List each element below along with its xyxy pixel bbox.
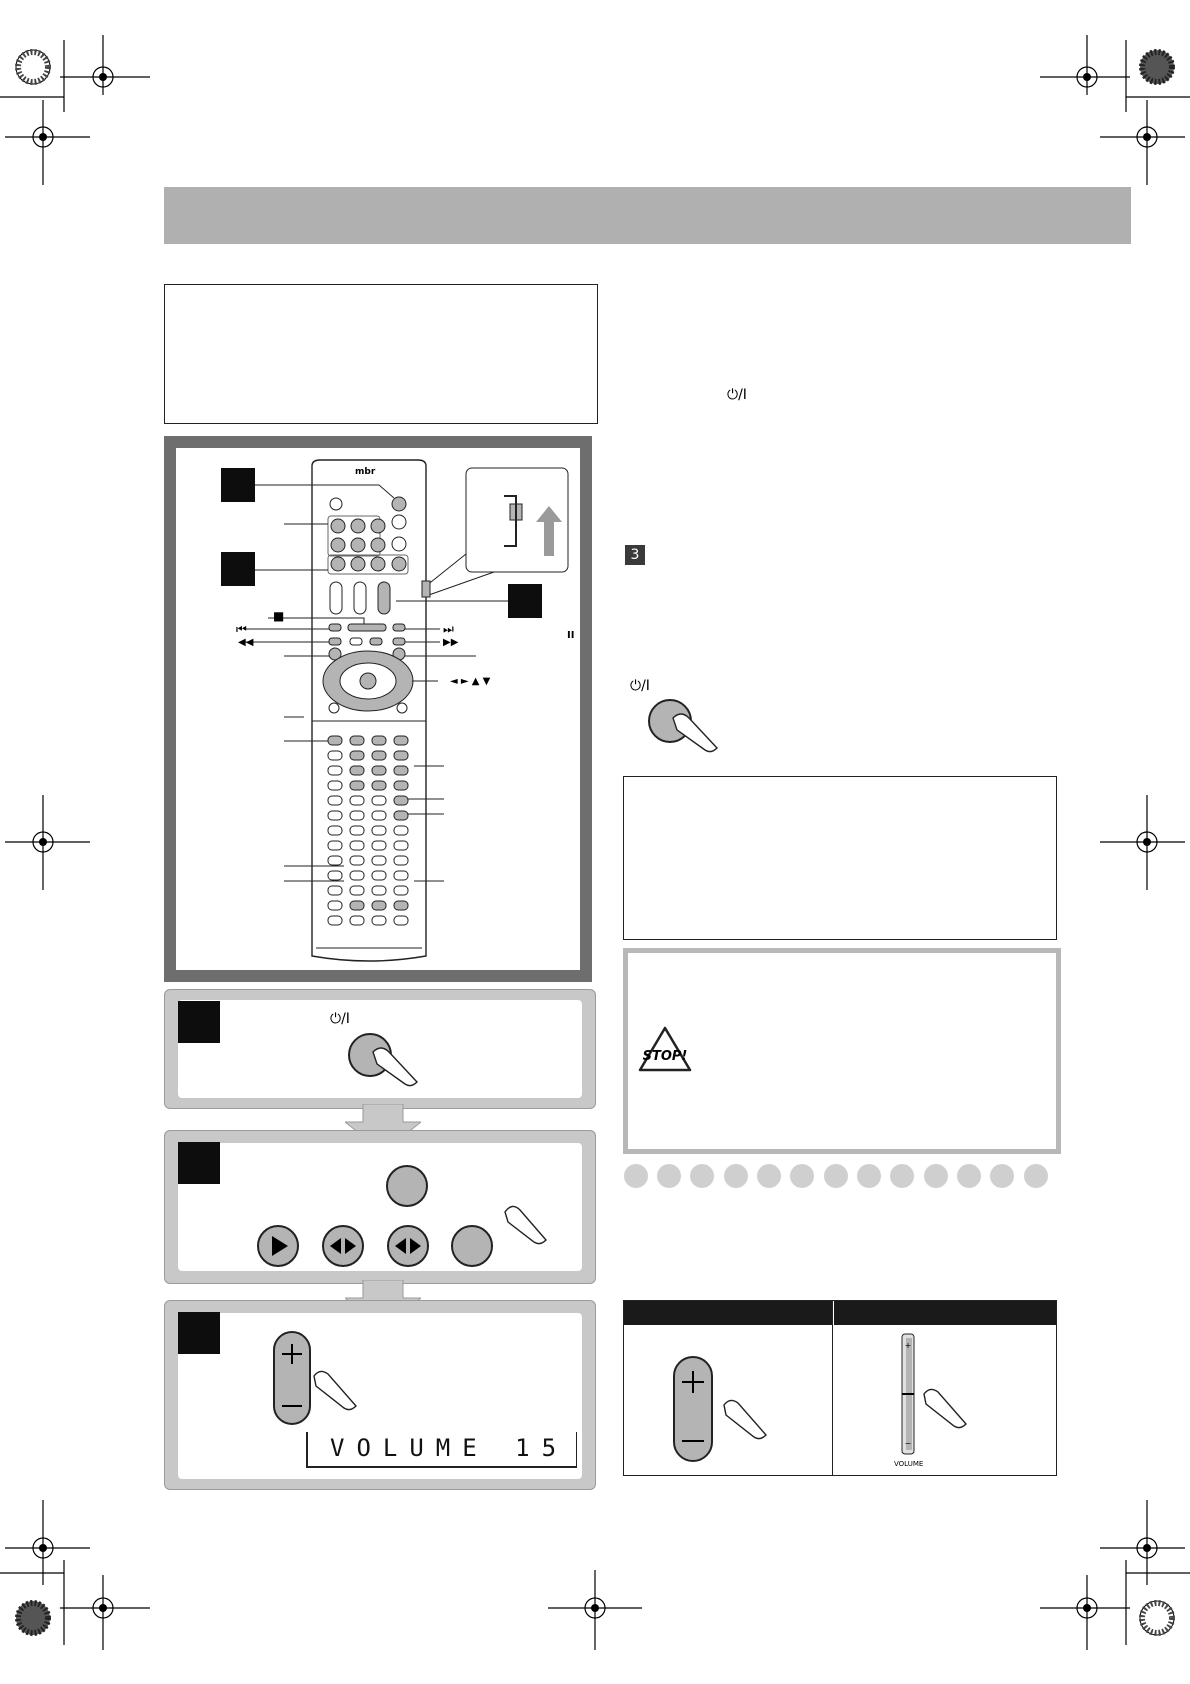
table-divider — [832, 1301, 833, 1475]
rew-symbol: ◀◀ — [238, 637, 254, 648]
power-symbol-inline: ⏻/I — [727, 387, 747, 403]
dot-row — [624, 1164, 1054, 1190]
ff-symbol: ▶▶ — [443, 637, 459, 648]
display-panel — [306, 1432, 577, 1468]
prev-symbol: ⏮ — [236, 622, 247, 636]
cursor-symbols: ◄ ► ▲ ▼ — [450, 676, 491, 687]
header-bar — [164, 187, 1131, 244]
volume-display-text: VOLUME 15 — [330, 1434, 569, 1462]
note-box — [623, 776, 1057, 940]
step2-block — [178, 1142, 220, 1184]
stop-warning-icon: STOP! — [638, 1026, 692, 1072]
step1-block — [178, 1001, 220, 1043]
power-label-right: ⏻/I — [630, 678, 650, 694]
step3-block — [178, 1312, 220, 1354]
pause-symbol: II — [567, 630, 575, 641]
step3-panel — [164, 1300, 596, 1490]
unit-volume-press: + − — [901, 1333, 967, 1455]
step3-number-badge: 3 — [625, 545, 645, 565]
unit-volume-label: VOLUME — [894, 1460, 924, 1468]
table-header-right — [834, 1301, 1056, 1325]
caution-box — [623, 948, 1061, 1154]
remote-illustration — [221, 459, 569, 962]
power-button-press-right — [648, 699, 718, 753]
remote-volume-press — [673, 1356, 767, 1462]
next-symbol: ⏭ — [443, 622, 454, 636]
svg-text:−: − — [905, 1439, 912, 1448]
power-label-step1: ⏻/I — [330, 1011, 350, 1027]
volume-rocker-press — [273, 1331, 357, 1425]
table-header-left — [624, 1301, 832, 1325]
power-button-press — [348, 1033, 418, 1087]
svg-text:STOP!: STOP! — [643, 1049, 688, 1064]
intro-box — [164, 284, 598, 424]
step3-panel-inner — [178, 1313, 582, 1479]
remote-brand: mbr — [355, 467, 376, 477]
svg-text:+: + — [905, 1341, 912, 1350]
stop-symbol: ■ — [273, 609, 285, 623]
source-buttons — [257, 1165, 547, 1267]
